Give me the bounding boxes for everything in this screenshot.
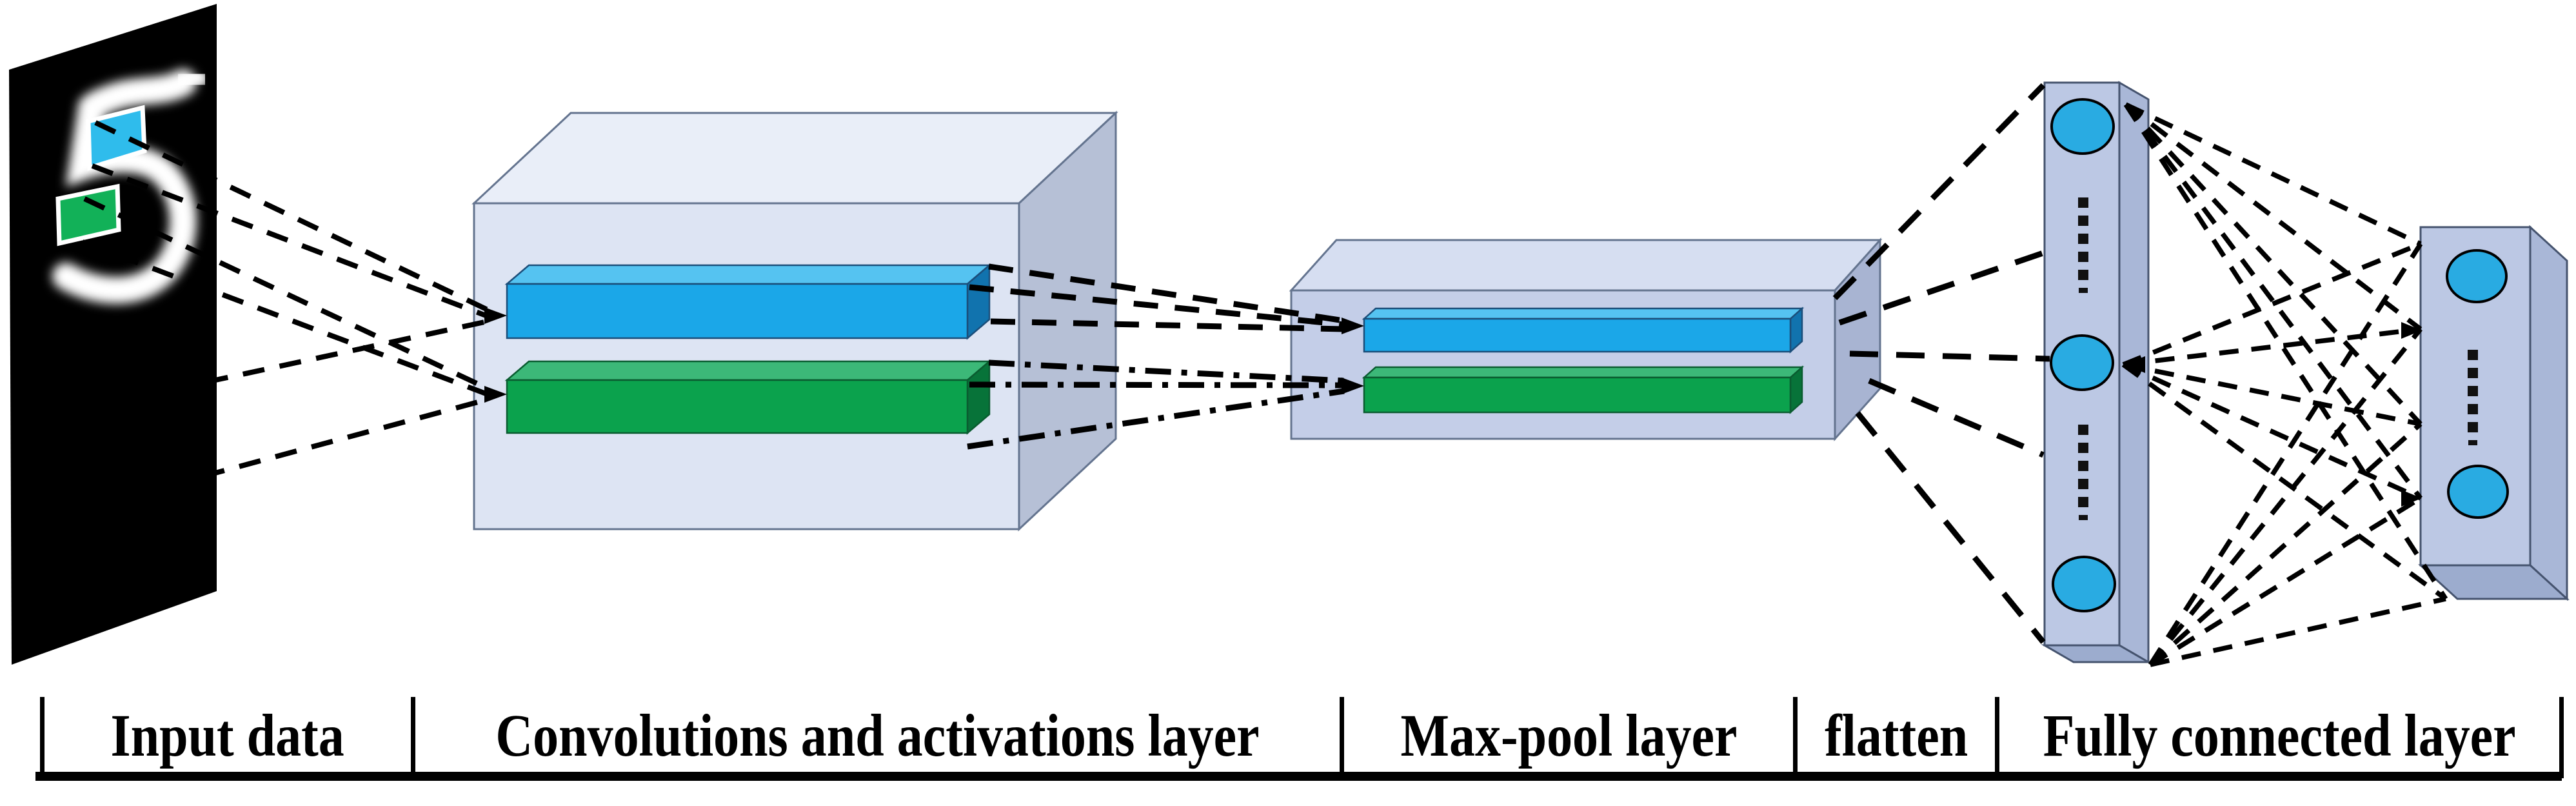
stage-label-fc-text: Fully connected layer bbox=[2043, 702, 2516, 769]
fc2-ellipsis-dots bbox=[2468, 350, 2478, 445]
stage-label-conv: Convolutions and activations layer bbox=[415, 697, 1340, 774]
arrowhead-conv-green bbox=[484, 386, 507, 403]
fc1-neuron-middle bbox=[2050, 334, 2114, 391]
stage-label-pool: Max-pool layer bbox=[1344, 697, 1793, 774]
stage-label-flatten: flatten bbox=[1798, 697, 1995, 774]
stage-label-fc: Fully connected layer bbox=[1999, 697, 2559, 774]
fc1-ellipsis-dots-upper bbox=[2078, 197, 2088, 293]
pool-feature-map-blue bbox=[1363, 317, 1792, 353]
input-plate-group bbox=[9, 4, 217, 665]
digit-5-tail bbox=[173, 66, 210, 92]
fc2-neuron-top bbox=[2446, 249, 2508, 303]
fc1-neuron-bottom bbox=[2052, 556, 2116, 612]
conv-box-top-face bbox=[471, 112, 1118, 205]
fc1-neuron-top bbox=[2050, 98, 2115, 155]
arrowhead-pool-green bbox=[1342, 378, 1364, 394]
table-divider-3 bbox=[1340, 697, 1344, 778]
maxpool-layer-box bbox=[1289, 237, 1883, 441]
digit-5-glyph bbox=[52, 69, 197, 304]
input-to-conv-lines bbox=[81, 120, 507, 479]
table-divider-6 bbox=[2559, 697, 2564, 778]
stage-label-flatten-text: flatten bbox=[1824, 702, 1968, 769]
conv-to-pool-lines bbox=[967, 263, 1364, 450]
conv-feature-map-green bbox=[506, 379, 969, 434]
conv-feature-map-green-top bbox=[504, 360, 992, 381]
stage-label-pool-text: Max-pool layer bbox=[1400, 702, 1737, 769]
stage-label-input-text: Input data bbox=[110, 702, 345, 769]
fc2-side-face bbox=[2529, 225, 2568, 601]
pool-feature-map-blue-top bbox=[1362, 307, 1805, 320]
fc-mesh-lines bbox=[2121, 102, 2448, 667]
input-kernel-patches bbox=[55, 105, 147, 247]
conv-layer-box bbox=[471, 110, 1118, 532]
stage-label-input: Input data bbox=[45, 697, 411, 774]
table-divider-1 bbox=[40, 697, 45, 778]
arrowhead-fc2-lower bbox=[2401, 490, 2422, 507]
arrowhead-conv-blue bbox=[484, 307, 507, 324]
pool-box-top-face bbox=[1289, 239, 1883, 292]
pool-feature-map-green-top bbox=[1362, 366, 1805, 379]
table-divider-2 bbox=[411, 697, 415, 778]
table-divider-5 bbox=[1995, 697, 1999, 778]
arrowhead-pool-blue bbox=[1342, 317, 1364, 334]
kernel-patch-green bbox=[55, 183, 121, 247]
conv-feature-map-blue-top bbox=[504, 264, 992, 285]
table-bottom-rule bbox=[35, 772, 2562, 781]
fc2-neuron-bottom bbox=[2447, 465, 2509, 519]
flatten-lines bbox=[1832, 83, 2050, 644]
stage-label-conv-text: Convolutions and activations layer bbox=[495, 702, 1260, 769]
fc-layer-2 bbox=[2418, 225, 2570, 601]
conv-feature-map-blue bbox=[506, 283, 969, 339]
kernel-patch-cyan bbox=[86, 105, 147, 171]
arrowhead-fc1-middle bbox=[2125, 356, 2145, 373]
pool-feature-map-green bbox=[1363, 376, 1792, 414]
fc-layer-1 bbox=[2041, 81, 2152, 664]
table-divider-4 bbox=[1793, 697, 1798, 778]
fc1-ellipsis-dots-lower bbox=[2078, 425, 2088, 520]
arrowhead-fc2-upper bbox=[2401, 322, 2422, 339]
